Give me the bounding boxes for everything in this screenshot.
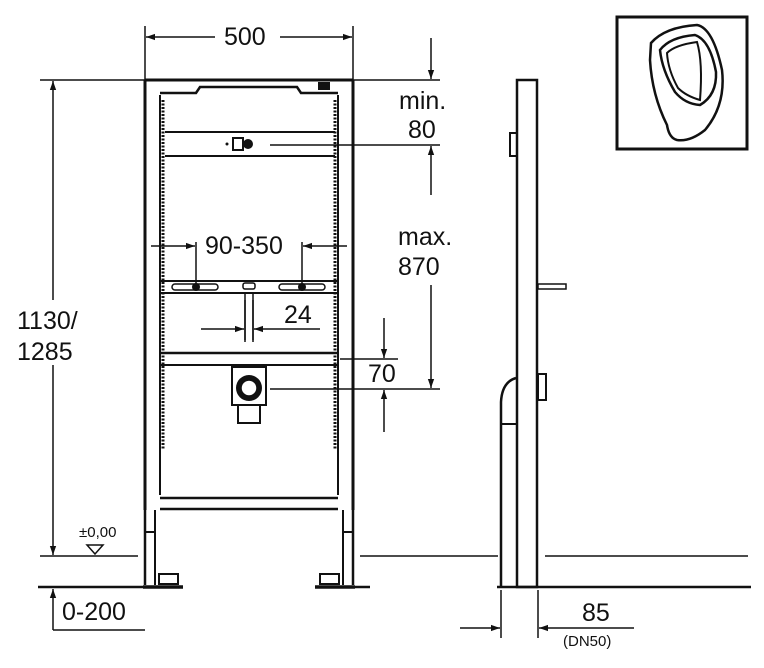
outlet-spec-label: (DN50) [563,633,612,650]
bracket-spacing-label: 90-350 [205,232,283,260]
min-clearance-label: min. [399,87,447,115]
outlet-depth-label: 85 [582,599,610,627]
frame-height-label-line2: 1285 [17,338,73,366]
urinal-icon [615,15,749,151]
dimension-lines [38,26,751,638]
frame-height-label-line1: 1130/ [17,307,78,335]
outlet-offset-label: 70 [368,360,396,388]
max-height-label: max. [398,223,453,251]
min-clearance-value: 80 [408,116,436,144]
width-dimension-label: 500 [224,23,266,51]
inlet-pipe-width-label: 24 [284,301,312,329]
floor-build-height-label: 0-200 [62,598,126,626]
frame-side-view [499,78,567,589]
floor-level-label: ±0,00 [79,524,117,541]
max-height-value: 870 [398,253,440,281]
frame-front-view [143,78,355,589]
